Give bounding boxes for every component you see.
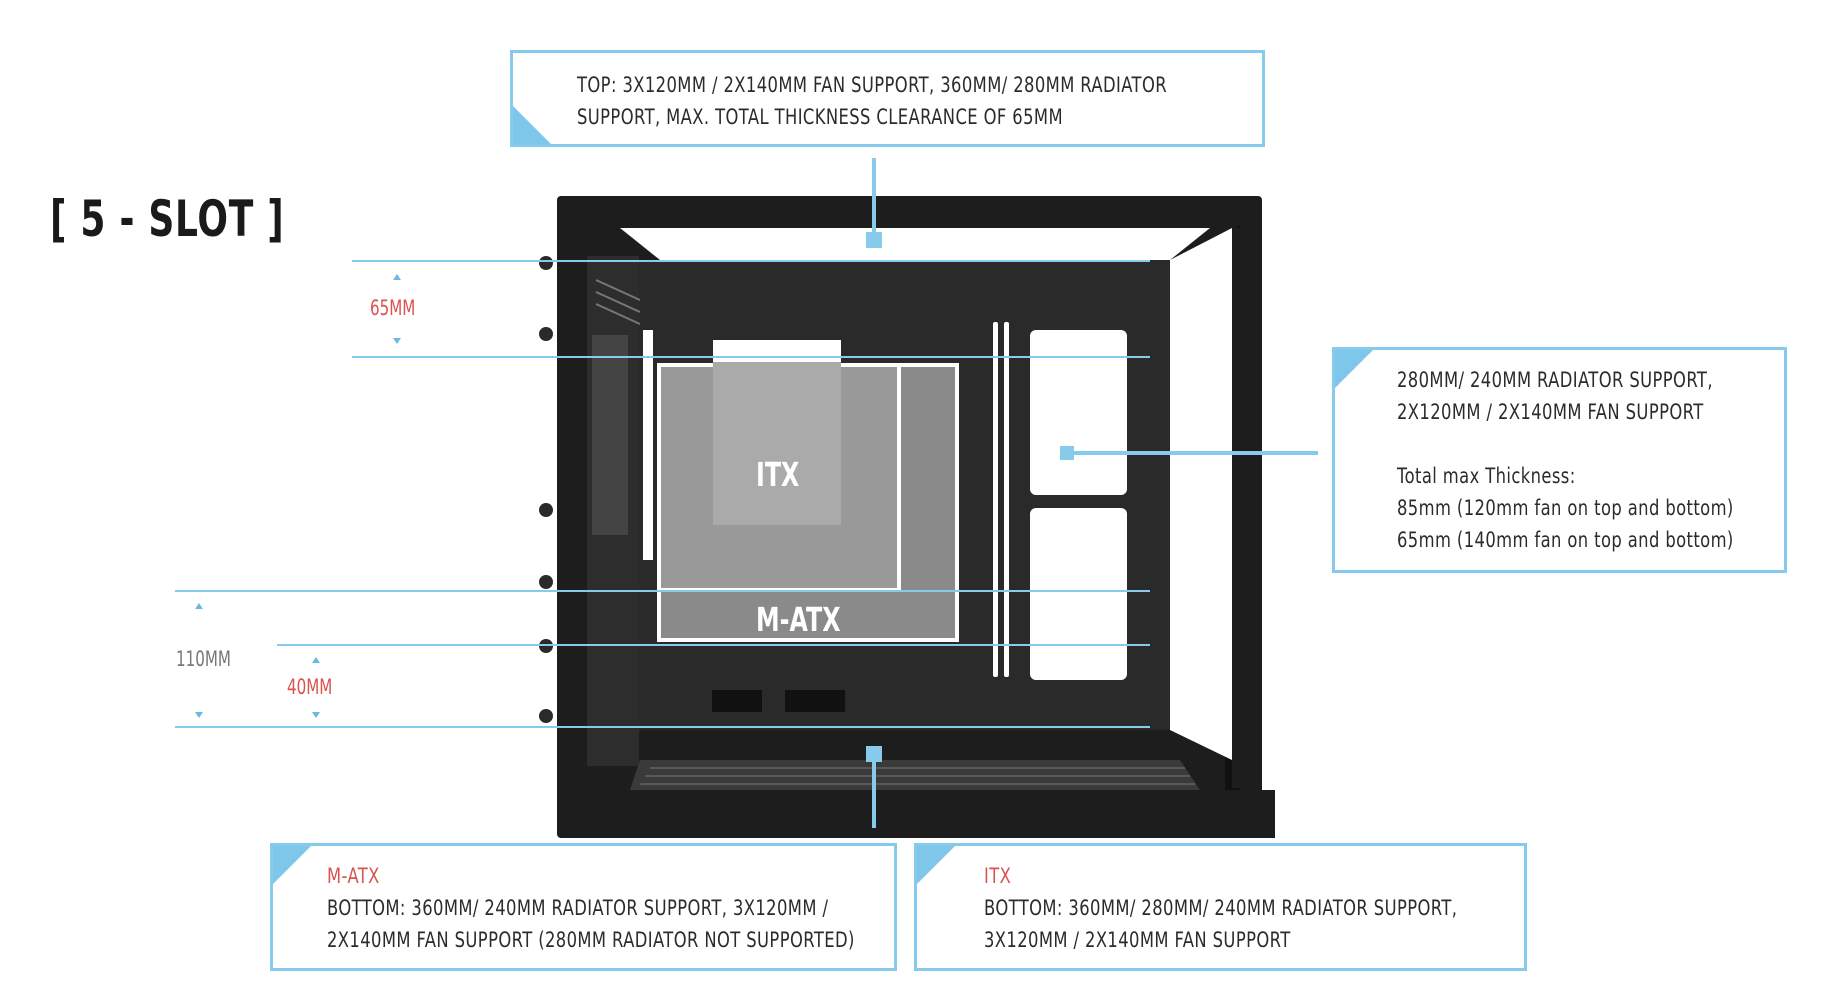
matx-info-box: M-ATX BOTTOM: 360MM/ 240MM RADIATOR SUPP…: [270, 843, 897, 971]
side-info-line-1: 280MM/ 240MM RADIATOR SUPPORT,: [1397, 368, 1713, 392]
top-info-box: TOP: 3X120MM / 2X140MM FAN SUPPORT, 360M…: [510, 50, 1265, 147]
matx-info-title: M-ATX: [327, 864, 380, 888]
matx-board-label: M-ATX: [756, 600, 841, 639]
dimension-bottom-inner-label: 40MM: [287, 675, 333, 699]
dimension-top-label: 65MM: [370, 296, 416, 320]
itx-info-line-1: BOTTOM: 360MM/ 280MM/ 240MM RADIATOR SUP…: [984, 896, 1458, 920]
slot-title: [ 5 - SLOT ]: [50, 190, 285, 248]
itx-board-label: ITX: [756, 455, 800, 494]
itx-info-box: ITX BOTTOM: 360MM/ 280MM/ 240MM RADIATOR…: [914, 843, 1527, 971]
side-info-line-5: 65mm (140mm fan on top and bottom): [1397, 528, 1734, 552]
matx-info-line-2: 2X140MM FAN SUPPORT (280MM RADIATOR NOT …: [327, 928, 855, 952]
side-info-line-4: 85mm (120mm fan on top and bottom): [1397, 496, 1734, 520]
top-info-line-1: TOP: 3X120MM / 2X140MM FAN SUPPORT, 360M…: [577, 73, 1168, 97]
dimension-bottom-total-label: 110MM: [176, 647, 231, 671]
top-info-line-2: SUPPORT, MAX. TOTAL THICKNESS CLEARANCE …: [577, 105, 1063, 129]
itx-info-title: ITX: [984, 864, 1012, 888]
matx-info-line-1: BOTTOM: 360MM/ 240MM RADIATOR SUPPORT, 3…: [327, 896, 829, 920]
itx-info-line-2: 3X120MM / 2X140MM FAN SUPPORT: [984, 928, 1291, 952]
side-info-thickness-title: Total max Thickness:: [1397, 464, 1576, 488]
side-info-line-2: 2X120MM / 2X140MM FAN SUPPORT: [1397, 400, 1704, 424]
side-info-box: 280MM/ 240MM RADIATOR SUPPORT, 2X120MM /…: [1332, 347, 1787, 573]
